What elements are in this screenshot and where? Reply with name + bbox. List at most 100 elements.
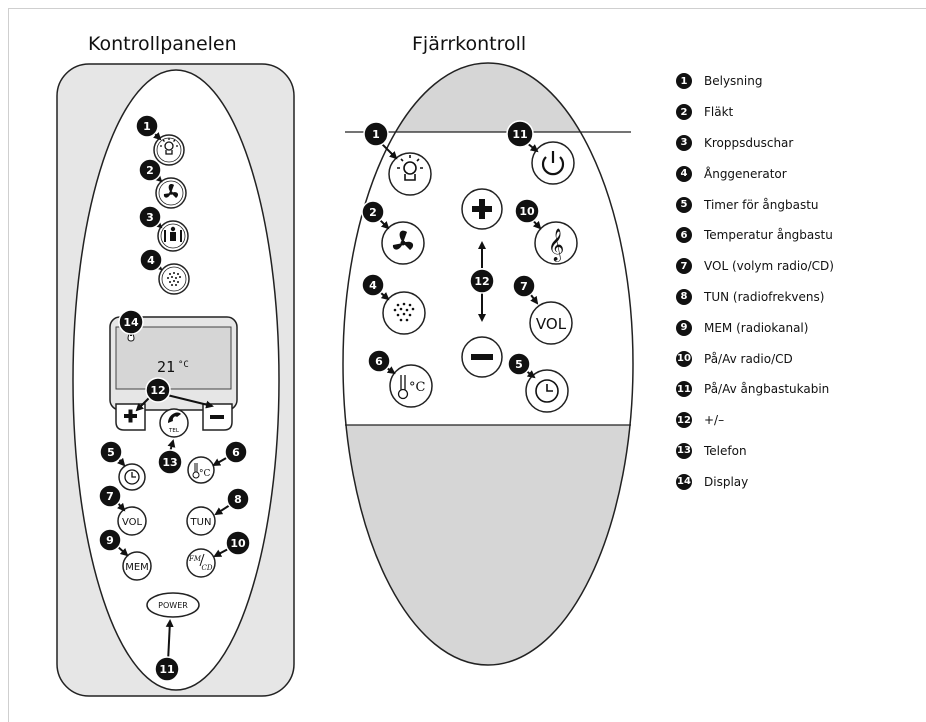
tel-label: TEL	[168, 428, 180, 434]
remote-minus-button[interactable]	[461, 336, 503, 378]
legend-item: 8 TUN (radiofrekvens)	[676, 282, 926, 313]
callout-badge-6: 6	[224, 440, 248, 464]
remote-light-button[interactable]	[388, 152, 432, 196]
light-bulb-icon	[160, 138, 178, 155]
remote-vol-label: VOL	[536, 315, 567, 333]
legend-label: Temperatur ångbastu	[704, 228, 833, 243]
svg-text:5: 5	[107, 446, 115, 459]
callout-badge-9: 9	[98, 528, 122, 552]
panel-mem-button[interactable]: MEM	[122, 551, 152, 581]
panel-mem-label: MEM	[125, 562, 149, 573]
legend-label: TUN (radiofrekvens)	[704, 289, 825, 304]
legend-label: Ånggenerator	[704, 166, 787, 181]
control-panel: 21 °C TEL	[56, 63, 295, 697]
legend-label: +/–	[704, 413, 725, 428]
panel-temperature-button[interactable]: °C	[187, 456, 215, 484]
callout-badge-14: 14	[118, 309, 144, 335]
remote-power-button[interactable]	[531, 141, 575, 185]
legend-label: VOL (volym radio/CD)	[704, 259, 834, 274]
panel-tun-label: TUN	[190, 517, 212, 528]
remote-badge-11: 11	[506, 120, 534, 148]
panel-plus-button[interactable]	[115, 403, 146, 431]
remote-temperature-button[interactable]: °C	[389, 364, 433, 408]
legend-label: Telefon	[704, 443, 747, 458]
svg-text:5: 5	[515, 358, 523, 371]
panel-vol-button[interactable]: VOL	[117, 506, 147, 536]
legend-number: 7	[676, 258, 692, 275]
panel-tun-button[interactable]: TUN	[186, 506, 216, 536]
panel-phone-button[interactable]: TEL	[159, 408, 189, 438]
legend-number: 11	[676, 381, 692, 398]
phone-icon	[168, 412, 181, 423]
panel-callout-badges: 1 2 3 4 14 12 13 5 6 7 8 9 10 11	[98, 114, 251, 682]
callout-badge-1: 1	[135, 114, 159, 138]
remote-timer-button[interactable]	[525, 369, 569, 413]
svg-text:12: 12	[150, 384, 165, 397]
svg-text:6: 6	[375, 355, 383, 368]
panel-vol-label: VOL	[122, 517, 143, 528]
remote-badge-1: 1	[363, 121, 389, 147]
svg-text:1: 1	[372, 128, 380, 141]
legend-number: 13	[676, 442, 692, 459]
callout-badge-3: 3	[138, 205, 162, 229]
panel-light-button[interactable]	[153, 134, 185, 166]
panel-cd-label: CD	[202, 564, 213, 572]
legend-number: 9	[676, 319, 692, 336]
panel-display: 21 °C	[109, 316, 238, 411]
panel-minus-button[interactable]	[202, 403, 233, 431]
legend-item: 7 VOL (volym radio/CD)	[676, 251, 926, 282]
svg-text:10: 10	[230, 537, 246, 550]
remote-plus-button[interactable]	[461, 188, 503, 230]
legend-item: 11 På/Av ångbastukabin	[676, 374, 926, 405]
legend-item: 12 +/–	[676, 405, 926, 436]
svg-text:2: 2	[369, 206, 377, 219]
legend-number: 8	[676, 288, 692, 305]
callout-badge-12: 12	[145, 377, 171, 403]
remote-fan-button[interactable]	[381, 221, 425, 265]
callout-badge-4: 4	[139, 248, 163, 272]
remote-callout-badges: 1 2 4 6 11 10 7 5 12	[361, 120, 540, 376]
legend-label: På/Av radio/CD	[704, 351, 793, 366]
thermometer-icon	[397, 375, 409, 400]
svg-text:4: 4	[147, 254, 155, 267]
panel-fan-button[interactable]	[155, 177, 187, 209]
panel-celsius-label: °C	[199, 469, 211, 479]
legend-number: 1	[676, 73, 692, 90]
legend-item: 10 På/Av radio/CD	[676, 343, 926, 374]
legend-number: 3	[676, 134, 692, 151]
thermometer-icon	[192, 463, 200, 479]
panel-title: Kontrollpanelen	[88, 33, 237, 55]
panel-power-button[interactable]: POWER	[146, 592, 200, 618]
callout-badge-8: 8	[226, 487, 250, 511]
panel-steam-button[interactable]	[158, 263, 190, 295]
display-unit: °C	[178, 360, 189, 370]
remote-badge-2: 2	[361, 200, 385, 224]
legend-label: På/Av ångbastukabin	[704, 382, 830, 397]
svg-text:4: 4	[369, 279, 377, 292]
fan-icon	[392, 230, 414, 250]
panel-fm-cd-button[interactable]: FM CD	[186, 548, 216, 578]
svg-text:11: 11	[512, 128, 527, 141]
legend-item: 13 Telefon	[676, 436, 926, 467]
steam-icon	[167, 272, 181, 286]
remote-music-button[interactable]: 𝄞	[534, 221, 578, 265]
panel-fm-label: FM	[188, 555, 202, 563]
remote-steam-button[interactable]	[382, 291, 426, 335]
treble-clef-icon: 𝄞	[548, 228, 565, 262]
legend-number: 12	[676, 412, 692, 429]
fan-icon	[163, 183, 179, 198]
legend-item: 4 Ånggenerator	[676, 158, 926, 189]
panel-timer-button[interactable]	[118, 463, 146, 491]
legend-number: 10	[676, 350, 692, 367]
svg-text:1: 1	[143, 120, 151, 133]
svg-text:7: 7	[106, 490, 114, 503]
remote-vol-button[interactable]: VOL	[529, 301, 573, 345]
panel-body-shower-button[interactable]	[157, 220, 189, 252]
remote-badge-10: 10	[514, 198, 540, 224]
svg-text:8: 8	[234, 493, 242, 506]
remote-badge-12: 12	[469, 268, 495, 294]
legend-number: 4	[676, 165, 692, 182]
